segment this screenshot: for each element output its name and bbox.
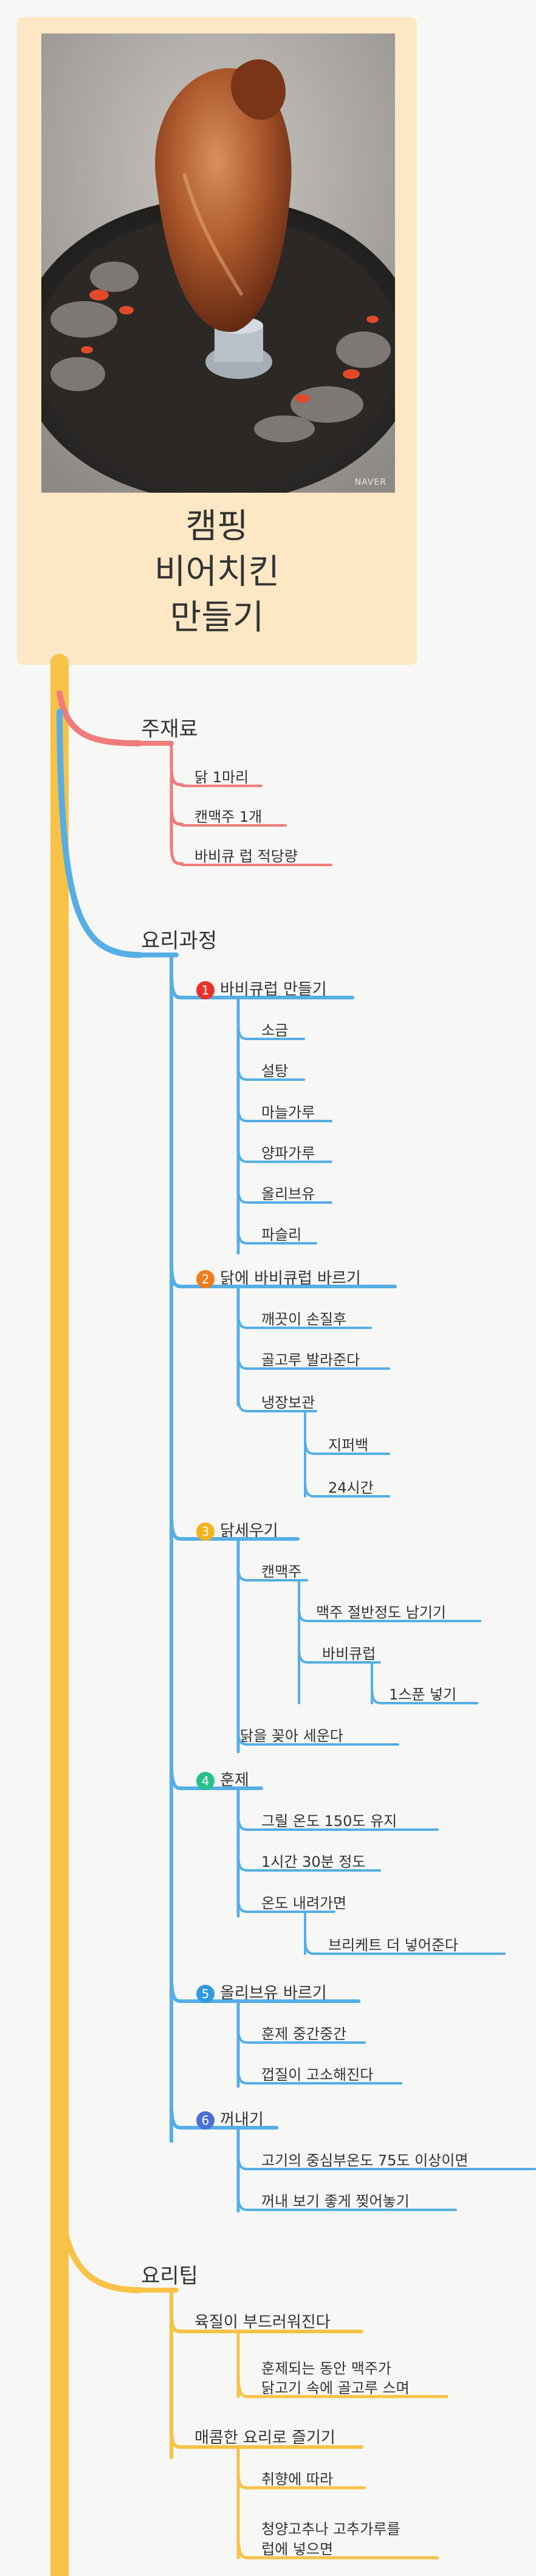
- tip-branch: [171, 2430, 182, 2447]
- tip-detail-line-1: 훈제되는 동안 맥주가: [261, 2356, 391, 2378]
- step-label: 훈제: [220, 1768, 249, 1790]
- leaf-branch: [238, 1024, 249, 1039]
- step-branch: [171, 973, 182, 998]
- step-branch: [171, 1764, 182, 1788]
- ingredient-item: 바비큐 럽 적당량: [194, 844, 298, 866]
- recipe-leaf: 소금: [261, 1018, 288, 1040]
- leaf-branch: [238, 2027, 249, 2043]
- recipe-leaf: 훈제 중간중간: [261, 2022, 346, 2043]
- leaf-branch: [238, 2154, 249, 2169]
- step-number-badge: 3: [196, 1522, 215, 1541]
- step-label: 닭세우기: [220, 1518, 278, 1541]
- recipe-leaf: 냉장보관: [261, 1390, 315, 1412]
- leaf-branch: [238, 1228, 249, 1243]
- leaf-branch: [372, 1688, 383, 1703]
- recipe-leaf: 마늘가루: [261, 1100, 315, 1122]
- recipe-leaf: 껍질이 고소해진다: [261, 2063, 373, 2084]
- recipe-sub-leaf: 브리케트 더 넣어준다: [328, 1933, 458, 1954]
- tip-detail: 취향에 따라: [261, 2467, 333, 2488]
- ingredient-item: 캔맥주 1개: [194, 805, 262, 826]
- process-heading: 요리과정: [141, 924, 217, 954]
- ingredients-heading: 주재료: [141, 712, 198, 742]
- recipe-leaf: 깨끗이 손질후: [261, 1307, 346, 1328]
- leaf-branch: [238, 1814, 249, 1830]
- leaf-branch: [238, 2068, 249, 2083]
- recipe-leaf: 닭을 꽂아 세운다: [240, 1724, 343, 1745]
- recipe-leaf: 양파가루: [261, 1141, 315, 1162]
- leaf-branch: [305, 1939, 316, 1954]
- tips-heading: 요리팁: [141, 2259, 198, 2289]
- recipe-sub-leaf: 바비큐럽: [322, 1642, 376, 1663]
- recipe-leaf: 파슬리: [261, 1223, 301, 1244]
- leaf-branch: [238, 2473, 249, 2488]
- recipe-leaf: 온도 내려가면: [261, 1891, 346, 1912]
- tip-detail-line-1: 청양고추나 고추가루를: [261, 2517, 400, 2538]
- leaf-branch: [305, 1481, 316, 1496]
- recipe-sub-leaf: 1스푼 넣기: [389, 1682, 456, 1704]
- leaf-branch: [299, 1609, 310, 1621]
- leaf-branch: [238, 1147, 249, 1162]
- tip-item: 육질이 부드러워진다: [194, 2310, 331, 2332]
- step-number-badge: 6: [196, 2111, 215, 2130]
- ingredient-branch: [171, 845, 182, 864]
- step-branch: [171, 1262, 182, 1286]
- leaf-branch: [305, 1439, 316, 1454]
- recipe-leaf: 그릴 온도 150도 유지: [261, 1809, 397, 1830]
- tip-item: 매콤한 요리로 즐기기: [194, 2425, 335, 2448]
- leaf-branch: [238, 1187, 249, 1203]
- leaf-branch: [238, 2536, 249, 2558]
- step-label: 꺼내기: [220, 2107, 264, 2130]
- recipe-leaf: 골고루 발라준다: [261, 1348, 360, 1369]
- leaf-branch: [238, 1064, 249, 1080]
- step-branch: [171, 2103, 182, 2128]
- tip-detail-line-2: 럽에 넣으면: [261, 2537, 333, 2558]
- leaf-branch: [238, 2195, 249, 2210]
- step-number-badge: 5: [196, 1985, 215, 2003]
- process-branch: [60, 712, 140, 955]
- recipe-leaf: 고기의 중심부온도 75도 이상이면: [261, 2148, 468, 2170]
- tips-branch: [60, 2190, 140, 2290]
- recipe-sub-leaf: 지퍼백: [328, 1433, 368, 1454]
- leaf-branch: [299, 1648, 310, 1662]
- step-number-badge: 1: [196, 981, 215, 999]
- step-label: 올리브유 바르기: [220, 1981, 327, 2003]
- step-number-badge: 4: [196, 1772, 215, 1790]
- ingredient-item: 닭 1마리: [194, 765, 249, 786]
- recipe-leaf: 캔맥주: [261, 1560, 301, 1581]
- leaf-branch: [238, 1106, 249, 1121]
- step-label: 닭에 바비큐럽 바르기: [220, 1266, 361, 1288]
- leaf-branch: [238, 1396, 249, 1411]
- recipe-sub-leaf: 24시간: [328, 1476, 374, 1497]
- leaf-branch: [238, 1897, 249, 1912]
- step-label: 바비큐럽 만들기: [220, 977, 327, 999]
- ingredients-branch: [60, 693, 140, 743]
- leaf-branch: [238, 1855, 249, 1870]
- ingredient-branch: [171, 806, 182, 824]
- recipe-leaf: 1시간 30분 정도: [261, 1850, 365, 1871]
- recipe-leaf: 꺼내 보기 좋게 찢어놓기: [261, 2189, 410, 2210]
- step-branch: [171, 1515, 182, 1539]
- leaf-branch: [238, 2375, 249, 2397]
- step-branch: [171, 1977, 182, 2001]
- leaf-branch: [238, 1313, 249, 1328]
- ingredient-branch: [171, 766, 182, 785]
- leaf-branch: [238, 1353, 249, 1369]
- leaf-branch: [238, 1566, 249, 1580]
- recipe-leaf: 설탕: [261, 1059, 288, 1080]
- tip-branch: [171, 2314, 182, 2331]
- recipe-sub-leaf: 맥주 절반정도 남기기: [316, 1600, 446, 1622]
- recipe-leaf: 올리브유: [261, 1182, 315, 1203]
- tip-detail-line-2: 닭고기 속에 골고루 스며: [261, 2376, 410, 2397]
- step-number-badge: 2: [196, 1270, 215, 1288]
